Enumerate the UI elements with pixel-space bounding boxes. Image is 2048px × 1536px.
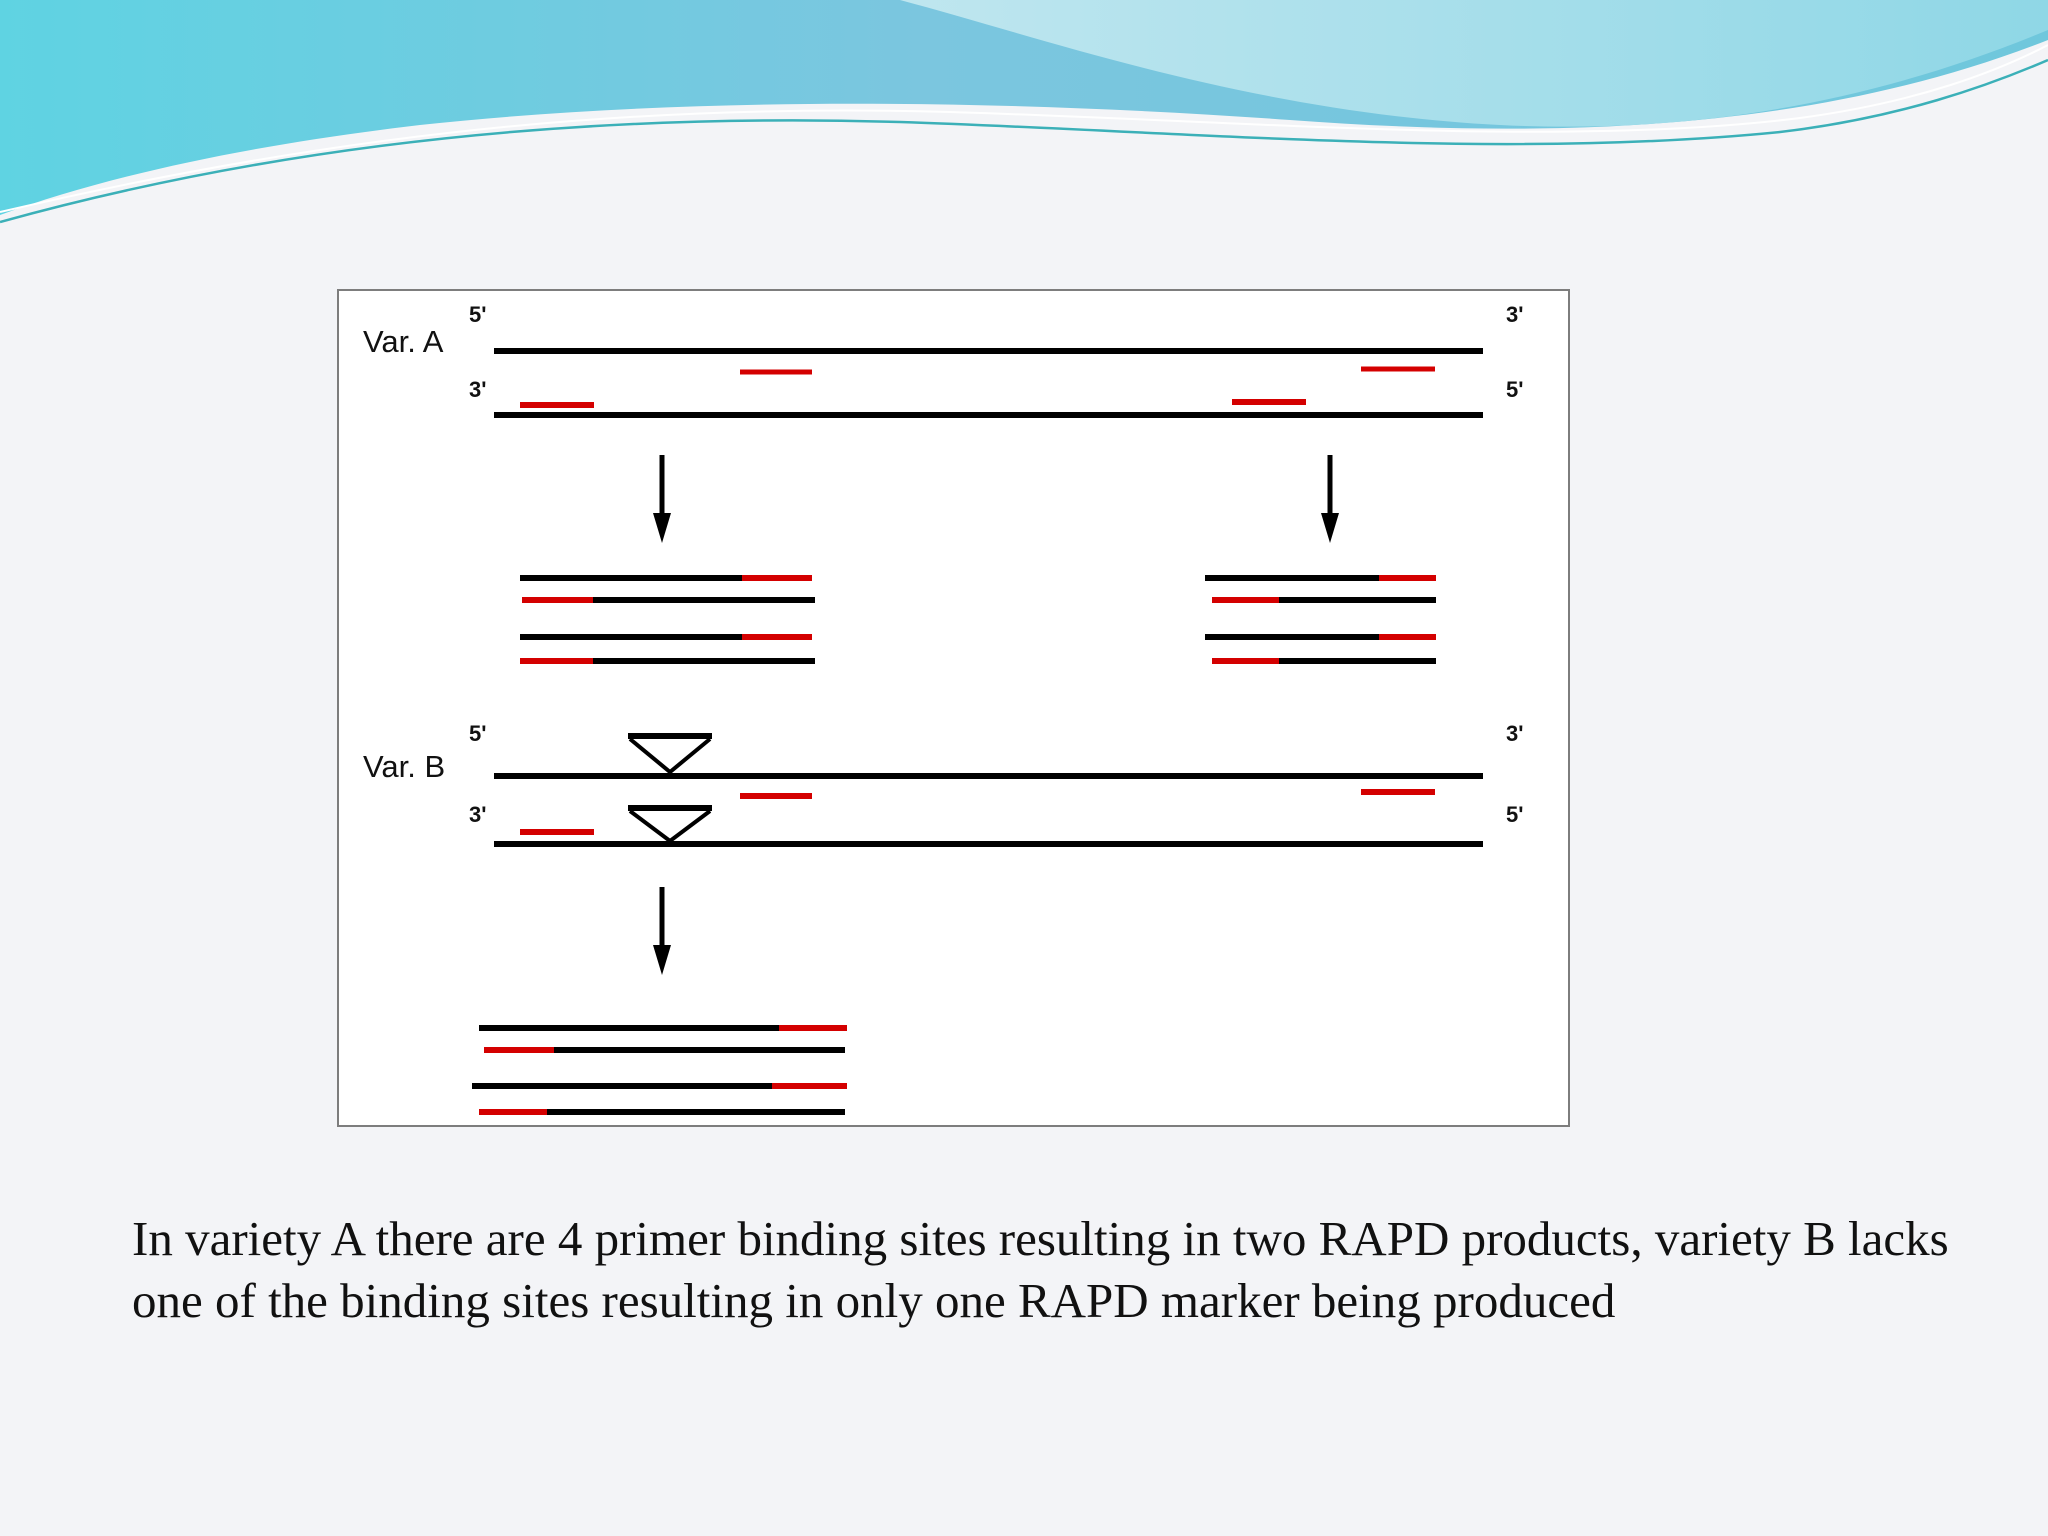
var-b-bottom-right-end: 5' xyxy=(1506,802,1523,827)
var-b-top-left-end: 5' xyxy=(469,721,486,746)
header-wave-decoration xyxy=(0,0,2048,224)
rapd-diagram-panel: 5' Var. A 3' 3' 5' xyxy=(337,289,1570,1127)
var-b-bottom-left-end: 3' xyxy=(469,802,486,827)
var-a-bottom-left-end: 3' xyxy=(469,377,486,402)
rapd-product-b1 xyxy=(472,1025,847,1115)
var-a-label: Var. A xyxy=(363,324,444,359)
slide-caption: In variety A there are 4 primer binding … xyxy=(132,1211,1949,1328)
var-a-top-left-end: 5' xyxy=(469,302,486,327)
down-arrow-icon xyxy=(653,455,671,543)
deletion-triangle-icon xyxy=(628,733,712,775)
rapd-product-a1 xyxy=(520,575,815,664)
deletion-triangle-icon xyxy=(628,805,712,844)
var-a-bottom-right-end: 5' xyxy=(1506,377,1523,402)
down-arrow-icon xyxy=(1321,455,1339,543)
var-a-top-right-end: 3' xyxy=(1506,302,1523,327)
var-b-label: Var. B xyxy=(363,749,445,784)
down-arrow-icon xyxy=(653,887,671,975)
rapd-diagram: 5' Var. A 3' 3' 5' xyxy=(363,302,1523,1115)
var-b-top-right-end: 3' xyxy=(1506,721,1523,746)
rapd-product-a2 xyxy=(1205,575,1436,664)
